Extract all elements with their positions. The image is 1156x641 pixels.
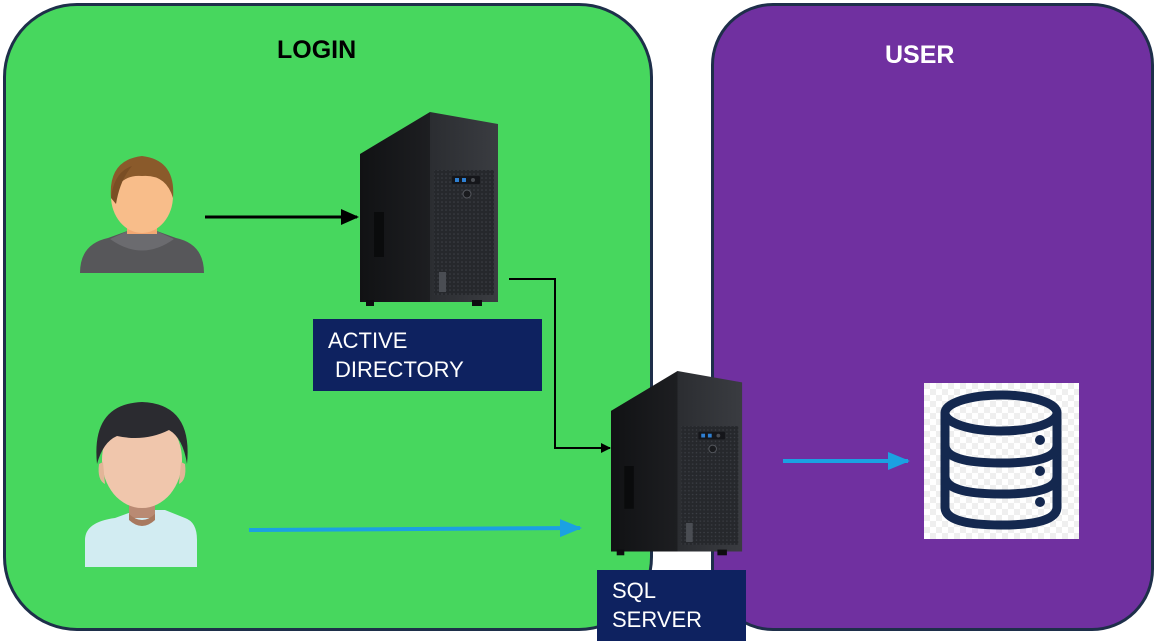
user-bottom-icon bbox=[85, 402, 197, 567]
sql-server-label: SQL SERVER bbox=[597, 570, 746, 641]
active-directory-server-icon bbox=[359, 111, 499, 307]
database-icon bbox=[924, 383, 1079, 539]
user-title: USER bbox=[885, 41, 955, 69]
arrow-ad-to-sql bbox=[509, 278, 611, 453]
sql-server-icon bbox=[610, 370, 743, 556]
login-title: LOGIN bbox=[277, 36, 357, 64]
active-directory-label-line2: DIRECTORY bbox=[335, 357, 464, 382]
database-card bbox=[924, 383, 1079, 539]
active-directory-label-line1: ACTIVE bbox=[328, 328, 408, 353]
arrow-user-to-sql bbox=[248, 519, 582, 538]
user-top-icon bbox=[80, 156, 204, 273]
active-directory-label: ACTIVE DIRECTORY bbox=[313, 319, 542, 391]
sql-server-label-line2: SERVER bbox=[612, 607, 703, 632]
sql-server-label-line1: SQL bbox=[612, 578, 657, 603]
